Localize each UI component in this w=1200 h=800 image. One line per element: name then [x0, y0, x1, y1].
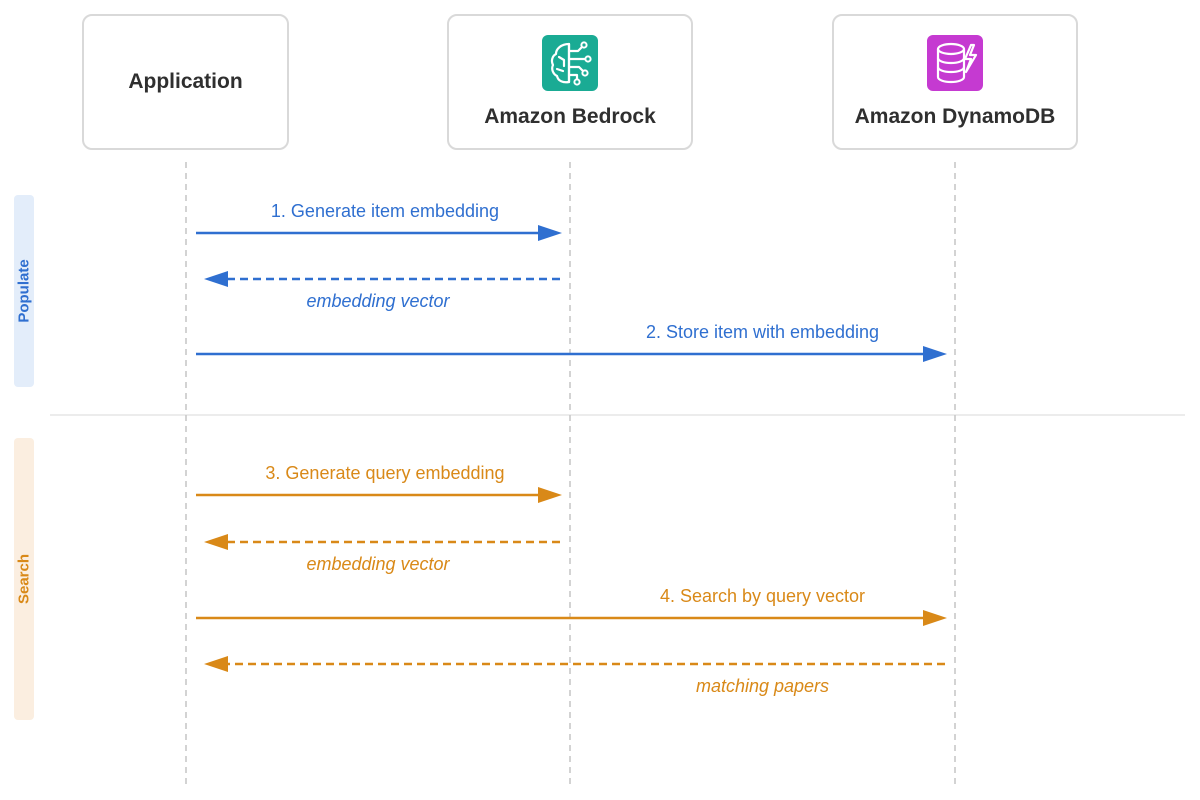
- message-4: 3. Generate query embedding: [196, 463, 562, 503]
- message-5: embedding vector: [204, 534, 560, 574]
- message-7-arrowhead: [204, 656, 228, 672]
- message-6: 4. Search by query vector: [196, 586, 947, 626]
- bedrock-brain-icon: [542, 35, 598, 91]
- participant-amazon-dynamodb: Amazon DynamoDB: [832, 14, 1078, 150]
- participant-amazon-dynamodb-name: Amazon DynamoDB: [854, 105, 1056, 128]
- participant-amazon-bedrock: Amazon Bedrock: [447, 14, 693, 150]
- participant-application: Application: [82, 14, 289, 150]
- message-4-arrowhead: [538, 487, 562, 503]
- message-5-label: embedding vector: [306, 554, 450, 574]
- message-3: 2. Store item with embedding: [196, 322, 947, 362]
- message-1-label: 1. Generate item embedding: [271, 201, 499, 221]
- message-5-arrowhead: [204, 534, 228, 550]
- message-7-label: matching papers: [696, 676, 829, 696]
- phase-populate-band: Populate: [14, 195, 34, 387]
- message-6-label: 4. Search by query vector: [660, 586, 865, 606]
- message-4-label: 3. Generate query embedding: [265, 463, 504, 483]
- message-7: matching papers: [204, 656, 945, 696]
- phase-search-band: Search: [14, 438, 34, 720]
- message-2-arrowhead: [204, 271, 228, 287]
- message-1: 1. Generate item embedding: [196, 201, 562, 241]
- message-6-arrowhead: [923, 610, 947, 626]
- message-1-arrowhead: [538, 225, 562, 241]
- dynamodb-database-icon: [927, 35, 983, 91]
- message-2-label: embedding vector: [306, 291, 450, 311]
- message-2: embedding vector: [204, 271, 560, 311]
- participant-application-name: Application: [128, 70, 243, 93]
- participant-amazon-bedrock-name: Amazon Bedrock: [484, 105, 656, 128]
- message-3-arrowhead: [923, 346, 947, 362]
- message-3-label: 2. Store item with embedding: [646, 322, 879, 342]
